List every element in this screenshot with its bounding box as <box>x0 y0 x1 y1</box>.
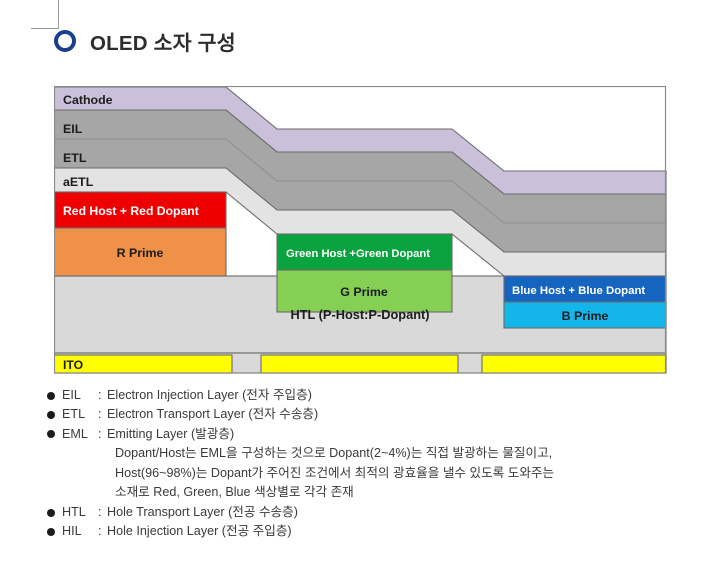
legend-description: Hole Transport Layer (전공 수송층) <box>107 505 298 519</box>
eml-note-line-1: Dopant/Host는 EML을 구성하는 것으로 Dopant(2~4%)는… <box>115 446 553 461</box>
bullet-dot-icon <box>47 391 55 400</box>
legend-list: EIL : Electron Injection Layer (전자 주입층) … <box>47 386 687 542</box>
eml-green-host-label: Green Host +Green Dopant <box>286 248 430 260</box>
legend-key: EML <box>62 426 88 441</box>
eml-red-host-shape <box>54 191 227 229</box>
legend-description: Hole Injection Layer (전공 주입층) <box>107 524 292 539</box>
legend-item-hil: HIL : Hole Injection Layer (전공 주입층) <box>47 522 687 541</box>
eml-note-block: Dopant/Host는 EML을 구성하는 것으로 Dopant(2~4%)는… <box>115 444 687 503</box>
legend-description: Electron Injection Layer (전자 주입층) <box>107 388 312 402</box>
legend-separator: : <box>98 426 102 441</box>
diagram-border <box>54 86 667 374</box>
layer-cathode-label: Cathode <box>63 93 113 107</box>
legend-item-htl: HTL : Hole Transport Layer (전공 수송층) <box>47 503 687 522</box>
ring-icon <box>54 30 76 52</box>
crop-corner-mark <box>31 0 59 29</box>
eml-blue-prime-shape <box>503 301 667 329</box>
legend-description: Emitting Layer (발광층) <box>107 426 235 441</box>
eml-green-host-shape <box>276 233 453 271</box>
eml-green-prime-label: G Prime <box>340 285 388 299</box>
legend-description: Electron Transport Layer (전자 수송층) <box>107 407 319 422</box>
page-title: OLED 소자 구성 <box>90 32 236 55</box>
layer-eil-etl-divider <box>54 138 666 224</box>
eml-blue-host-label: Blue Host + Blue Dopant <box>512 285 645 297</box>
layer-htl-label: HTL (P-Host:P-Dopant) <box>290 307 429 322</box>
bullet-dot-icon <box>47 410 55 419</box>
legend-item-etl: ETL : Electron Transport Layer (전자 수송층) <box>47 405 687 424</box>
bullet-dot-icon <box>47 430 55 439</box>
eml-note-line-2: Host(96~98%)는 Dopant가 주어진 조건에서 최적의 광효율을 … <box>115 465 555 480</box>
layer-aetl-label: aETL <box>63 175 94 189</box>
legend-separator: : <box>98 388 102 402</box>
bullet-dot-icon <box>47 508 55 517</box>
layer-eil-label: EIL <box>63 122 83 136</box>
legend-separator: : <box>98 524 102 539</box>
legend-item-eil: EIL : Electron Injection Layer (전자 주입층) <box>47 386 687 405</box>
layer-ito-segment-green <box>260 354 459 374</box>
legend-item-eml: EML : Emitting Layer (발광층) <box>47 425 687 444</box>
legend-key: HIL <box>62 524 82 539</box>
legend-key: ETL <box>62 407 86 422</box>
eml-note-line-3: 소재로 Red, Green, Blue 색상별로 각각 존재 <box>115 485 354 500</box>
bullet-dot-icon <box>47 527 55 536</box>
layer-etl-label: ETL <box>63 151 87 165</box>
legend-key: HTL <box>62 505 86 519</box>
oled-device-stack-diagram: Cathode EIL ETL aETL Red Host + Red Dopa… <box>54 86 667 374</box>
eml-blue-prime-label: B Prime <box>562 309 609 323</box>
eml-red-host-label: Red Host + Red Dopant <box>63 204 199 218</box>
layer-ito-label: ITO <box>63 358 83 372</box>
layer-ito-segment-blue <box>481 354 667 374</box>
eml-green-prime-shape <box>276 269 453 313</box>
legend-key: EIL <box>62 388 81 402</box>
page-title-row: OLED 소자 구성 <box>54 24 236 58</box>
legend-separator: : <box>98 407 102 422</box>
legend-separator: : <box>98 505 102 519</box>
eml-red-prime-shape <box>54 227 227 277</box>
eml-red-prime-label: R Prime <box>117 246 164 260</box>
